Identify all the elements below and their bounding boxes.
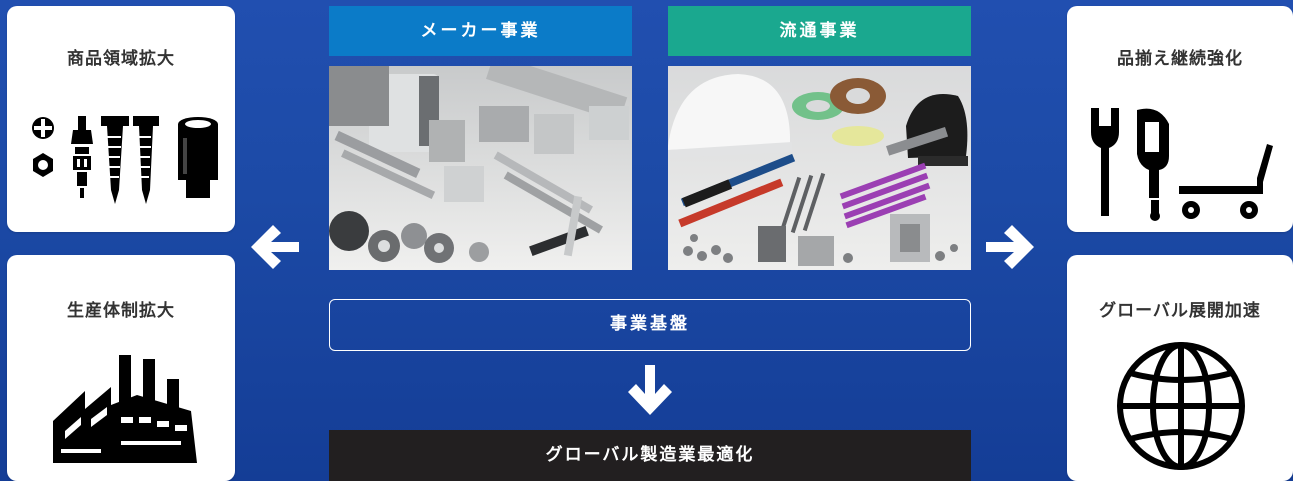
card-title: グローバル展開加速: [1099, 301, 1261, 321]
card-lineup-enhancement: 品揃え継続強化: [1067, 6, 1293, 232]
global-manufacturing-optimization-box: グローバル製造業最適化: [329, 430, 971, 481]
card-title: 商品領域拡大: [67, 49, 175, 69]
card-title: 品揃え継続強化: [1117, 49, 1243, 69]
hardware-parts-icon: [32, 116, 218, 204]
arrow-down-icon: [628, 365, 672, 415]
globe-icon: [1117, 342, 1245, 470]
card-product-domain-expansion: 商品領域拡大: [7, 6, 235, 232]
tools-cart-icon: [1091, 108, 1273, 221]
factory-icon: [53, 355, 197, 463]
distribution-business-header: 流通事業: [668, 6, 971, 56]
card-title: 生産体制拡大: [67, 301, 175, 321]
maker-products-photo: [329, 66, 632, 270]
business-foundation-box: 事業基盤: [329, 299, 971, 351]
card-global-expansion: グローバル展開加速: [1067, 255, 1293, 481]
arrow-left-icon: [251, 225, 299, 269]
arrow-right-icon: [986, 225, 1034, 269]
card-production-capacity-expansion: 生産体制拡大: [7, 255, 235, 481]
distribution-products-photo: [668, 66, 971, 270]
maker-business-header: メーカー事業: [329, 6, 632, 56]
